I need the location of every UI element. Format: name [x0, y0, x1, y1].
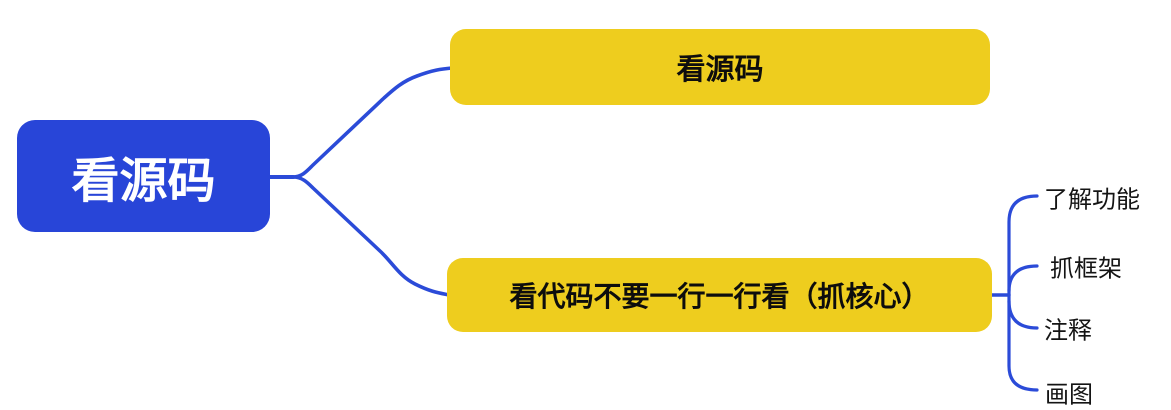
connector-root-to-top-branch [291, 66, 454, 179]
leaf-label-understand-function[interactable]: 了解功能 [1044, 186, 1140, 214]
connector-leaf-trunk [1007, 194, 1039, 392]
connector-leaf-3 [1007, 299, 1039, 330]
leaf-label-comments[interactable]: 注释 [1044, 317, 1092, 345]
branch-node-bottom-label: 看代码不要一行一行看（抓核心） [509, 281, 930, 312]
leaf-label-grab-framework[interactable]: 抓框架 [1050, 255, 1122, 283]
branch-node-top[interactable]: 看源码 [450, 29, 990, 105]
root-node-label: 看源码 [71, 155, 216, 208]
root-node[interactable]: 看源码 [17, 120, 270, 232]
connector-root-to-bottom-branch [291, 175, 451, 297]
leaf-label-draw-diagram[interactable]: 画图 [1045, 381, 1093, 409]
branch-node-top-label: 看源码 [676, 54, 764, 86]
branch-node-bottom[interactable]: 看代码不要一行一行看（抓核心） [447, 258, 992, 332]
connector-leaf-2 [1007, 264, 1039, 293]
